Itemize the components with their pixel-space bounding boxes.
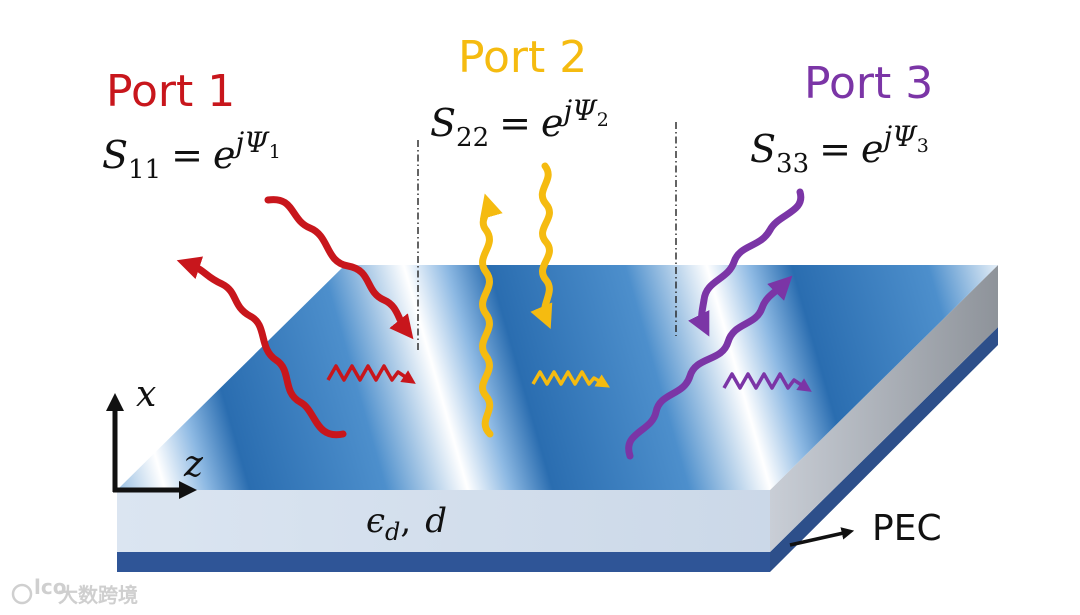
material-label: ϵd,d: [366, 501, 447, 546]
pec-bottom-layer: [117, 552, 770, 572]
port2-waves: [479, 162, 611, 438]
port2-incident-wave: [530, 162, 553, 329]
x-axis-label: x: [136, 374, 156, 415]
port3-reflected-wave: [625, 275, 793, 460]
port1-waves: [176, 196, 416, 439]
z-axis-label: z: [183, 444, 204, 485]
slab: [117, 265, 998, 572]
port2-surface-wave: [531, 370, 611, 388]
dielectric-front-side: [117, 490, 770, 552]
watermark-logo-icon: [11, 583, 33, 605]
watermark-text: 大数跨境: [58, 583, 138, 607]
port3-incident-wave: [688, 188, 805, 337]
watermark-logo-text: lco: [34, 575, 66, 599]
port1-incident-wave: [264, 196, 414, 340]
port2-label: Port 2: [458, 32, 587, 83]
port3-s-parameter: S33=ejΨ3: [750, 120, 929, 179]
port1-label: Port 1: [106, 66, 235, 117]
pec-side-layer: [770, 327, 998, 572]
watermark: lco 大数跨境: [11, 575, 138, 607]
port2-reflected-wave: [479, 193, 503, 438]
port1-s-parameter: S11=ejΨ1: [102, 126, 281, 185]
dielectric-right-side: [770, 265, 998, 552]
coordinate-axes: x z: [106, 374, 204, 499]
pec-label: PEC: [872, 508, 942, 549]
port1-surface-wave: [326, 364, 416, 384]
pec-pointer-arrow: [789, 527, 855, 547]
port3-surface-wave: [722, 372, 812, 392]
port3-label: Port 3: [804, 58, 933, 109]
port3-waves: [625, 188, 812, 460]
port1-reflected-wave: [176, 256, 347, 439]
port2-s-parameter: S22=ejΨ2: [430, 94, 609, 153]
